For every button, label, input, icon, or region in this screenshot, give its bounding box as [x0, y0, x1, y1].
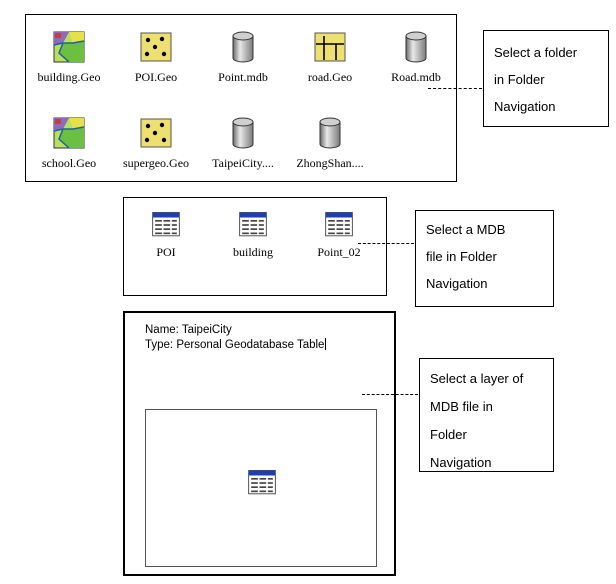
- file-label: Point.mdb: [218, 70, 268, 84]
- callout-connector: [428, 88, 482, 89]
- file-item-road-geo[interactable]: road.Geo: [290, 29, 370, 85]
- line-layer-icon: [314, 32, 346, 62]
- file-label: POI.Geo: [134, 70, 178, 84]
- file-label: TaipeiCity....: [212, 156, 274, 170]
- callout-line: MDB file in: [430, 399, 493, 414]
- file-item-zhongshan-mdb[interactable]: ZhongShan....: [290, 115, 370, 171]
- point-layer-icon: [140, 118, 172, 148]
- file-label: building.Geo: [37, 70, 101, 84]
- file-item-poi-geo[interactable]: POI.Geo: [116, 29, 196, 85]
- folder-contents-panel: building.Geo POI.Geo Point.mdb road.G: [25, 14, 457, 182]
- file-label: road.Geo: [307, 70, 353, 84]
- layer-thumbnail-frame: [145, 409, 377, 567]
- database-icon: [319, 117, 341, 149]
- callout-line: Navigation: [426, 276, 488, 291]
- callout-select-layer: Select a layer of MDB file in Folder Nav…: [419, 358, 554, 472]
- database-icon: [405, 31, 427, 63]
- callout-select-folder: Select a folder in Folder Navigation: [483, 30, 609, 127]
- table-icon: [325, 212, 353, 237]
- database-icon: [232, 117, 254, 149]
- layer-name-text: Name: TaipeiCity: [145, 324, 232, 336]
- point-layer-icon: [140, 32, 172, 62]
- file-label: school.Geo: [41, 156, 97, 170]
- callout-line: Select a layer of: [430, 371, 524, 386]
- callout-line: in Folder: [494, 72, 545, 87]
- callout-select-mdb: Select a MDB file in Folder Navigation: [415, 210, 554, 307]
- callout-line: Navigation: [494, 99, 556, 114]
- file-item-road-mdb[interactable]: Road.mdb: [376, 29, 456, 85]
- callout-connector: [362, 394, 418, 395]
- file-item-supergeo-geo[interactable]: supergeo.Geo: [116, 115, 196, 171]
- table-icon: [248, 470, 276, 495]
- table-item-poi[interactable]: POI: [126, 210, 206, 260]
- file-item-taipeicity-mdb[interactable]: TaipeiCity....: [203, 115, 283, 171]
- table-label: POI: [156, 245, 176, 259]
- polygon-layer-icon: [53, 31, 85, 63]
- callout-line: Folder: [430, 427, 467, 442]
- callout-line: Navigation: [430, 455, 492, 470]
- file-item-point-mdb[interactable]: Point.mdb: [203, 29, 283, 85]
- table-icon: [152, 212, 180, 237]
- callout-line: Select a MDB: [426, 222, 506, 237]
- callout-line: Select a folder: [494, 45, 578, 60]
- file-label: ZhongShan....: [296, 156, 364, 170]
- table-label: Point_02: [317, 245, 361, 259]
- file-item-school-geo[interactable]: school.Geo: [29, 115, 109, 171]
- callout-connector: [358, 243, 414, 244]
- table-icon: [239, 212, 267, 237]
- polygon-layer-icon: [53, 117, 85, 149]
- table-label: building: [232, 245, 273, 259]
- file-item-building-geo[interactable]: building.Geo: [29, 29, 109, 85]
- layer-type-text: Type: Personal Geodatabase Table: [145, 338, 327, 351]
- file-label: Road.mdb: [391, 70, 441, 84]
- layer-preview-panel: Name: TaipeiCity Type: Personal Geodatab…: [123, 311, 396, 576]
- table-item-building[interactable]: building: [213, 210, 293, 260]
- table-item-point-02[interactable]: Point_02: [299, 210, 379, 260]
- text-cursor: [325, 338, 327, 350]
- mdb-contents-panel: POI building Point_02: [123, 197, 387, 296]
- database-icon: [232, 31, 254, 63]
- callout-line: file in Folder: [426, 249, 497, 264]
- file-label: supergeo.Geo: [122, 156, 190, 170]
